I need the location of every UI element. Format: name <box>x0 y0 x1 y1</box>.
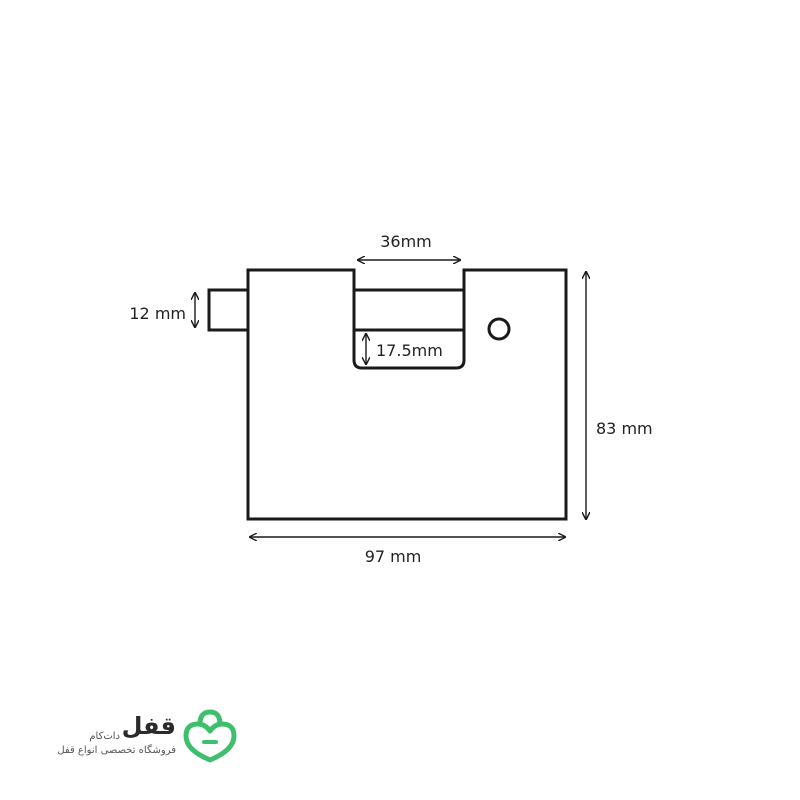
logo-suffix-text: دات‌کام <box>89 731 120 742</box>
logo-brand-text: قفل <box>122 712 176 740</box>
padlock-heart-icon <box>183 709 237 763</box>
shackle-stub <box>207 288 250 332</box>
logo-tagline-text: فروشگاه تخصصی انواع قفل <box>57 744 176 756</box>
keyhole <box>487 317 511 341</box>
lock-body-outline <box>246 268 568 521</box>
slot-width-label: 36mm <box>380 232 432 251</box>
body-height-label: 83 mm <box>596 419 653 438</box>
shackle-height-label: 12 mm <box>129 304 186 323</box>
body-width-label: 97 mm <box>365 547 422 566</box>
brand-logo: قفل دات‌کام فروشگاه تخصصی انواع قفل <box>57 709 237 763</box>
slot-depth-label: 17.5mm <box>376 341 443 360</box>
shackle-bar <box>352 288 466 332</box>
